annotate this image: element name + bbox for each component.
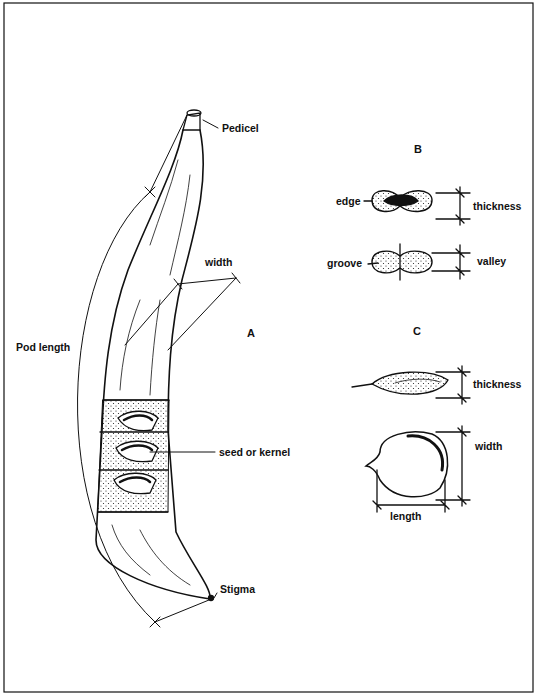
figure-letter: B (413, 143, 423, 156)
seed-views-c-part (372, 372, 448, 394)
seed-views-c-part (395, 379, 440, 383)
seed-section-part (124, 416, 152, 421)
cross-section-b-part (432, 245, 470, 279)
seed-section-part (118, 411, 158, 430)
cross-section-b-part (384, 195, 418, 206)
seed-views-c-part (436, 426, 470, 506)
seed-section-part (98, 400, 169, 512)
seed-views-c-part (408, 436, 443, 470)
dimension-lines-part (77, 192, 155, 622)
figure-letter: A (246, 327, 256, 340)
seed-section-part (122, 446, 152, 451)
seed-views-c-part (366, 432, 448, 497)
cross-section-b-part (368, 244, 400, 280)
cross-section-b-part (372, 251, 432, 273)
part-label: edge (335, 195, 362, 208)
pod-outline (96, 110, 214, 601)
seed-views-c-part (373, 470, 449, 512)
frame (4, 3, 533, 692)
dimension-label: Pod length (15, 341, 71, 354)
cross-section-b (364, 187, 470, 280)
dimension-lines-part (125, 278, 236, 350)
dimension-lines-part (145, 187, 160, 627)
pod-outline-part (96, 130, 210, 599)
seed-views-c-part (352, 384, 372, 387)
dimension-lines (77, 115, 240, 627)
dimension-label: thickness (472, 200, 522, 213)
part-label: seed or kernel (218, 446, 291, 459)
seed-views-c-part (436, 366, 470, 404)
part-label: groove (326, 257, 363, 270)
dimension-lines-part (150, 115, 209, 622)
part-label: Pedicel (221, 122, 260, 135)
cross-section-b-part (436, 187, 470, 225)
seed-section-part (114, 473, 156, 493)
dimension-lines-part (203, 120, 218, 128)
part-label: Stigma (219, 583, 256, 596)
seed-section (98, 400, 169, 512)
seed-views-c (352, 366, 470, 512)
dimension-label: valley (476, 255, 507, 268)
cross-section-b-part (364, 200, 372, 201)
seed-section-part (120, 478, 150, 483)
dimension-label: width (204, 256, 233, 269)
pod-outline-part (112, 160, 190, 585)
seed-section-part (116, 441, 158, 461)
frame-part (4, 3, 533, 692)
dimension-lines-part (174, 273, 240, 289)
dimension-label: thickness (472, 378, 522, 391)
dimension-lines-part (214, 593, 217, 598)
pod-outline-part (187, 110, 201, 116)
figure-letter: C (412, 325, 422, 338)
cross-section-b-part (372, 191, 432, 212)
dimension-label: width (474, 440, 503, 453)
dimension-label: length (389, 510, 423, 523)
dimension-lines-part (150, 452, 215, 453)
seed-section-part (98, 400, 169, 512)
